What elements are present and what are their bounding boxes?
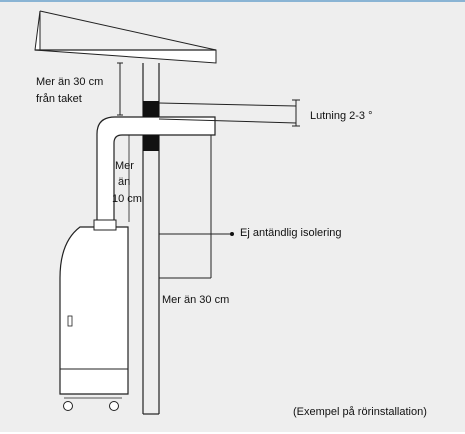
- wall-seal-upper: [143, 101, 159, 117]
- wall-seal-lower: [143, 135, 159, 151]
- unit-handle: [67, 315, 73, 327]
- wheel-left: [63, 401, 73, 411]
- pipe-gap-label-1: Mer: [115, 160, 134, 172]
- air-conditioner-unit: [59, 226, 129, 395]
- roof-slope-line: [39, 10, 217, 51]
- slope-label: Lutning 2-3 °: [310, 110, 373, 122]
- caption: (Exempel på rörinstallation): [293, 406, 427, 418]
- outer-pipe-bottom: [158, 118, 297, 124]
- unit-pipe-collar: [93, 219, 117, 231]
- outer-pipe-top: [158, 102, 297, 107]
- exhaust-pipe: [96, 116, 216, 223]
- pipe-gap-label-3: 10 cm: [112, 193, 142, 205]
- insulation-label: Ej antändlig isolering: [240, 227, 342, 239]
- roof-clearance-label-1: Mer än 30 cm: [36, 76, 104, 88]
- roof-clearance-label-2: från taket: [36, 93, 82, 105]
- wheel-right: [109, 401, 119, 411]
- roof: [34, 10, 217, 64]
- wall-clearance-label: Mer än 30 cm: [162, 294, 230, 306]
- pipe-gap-label-2: än: [118, 176, 131, 188]
